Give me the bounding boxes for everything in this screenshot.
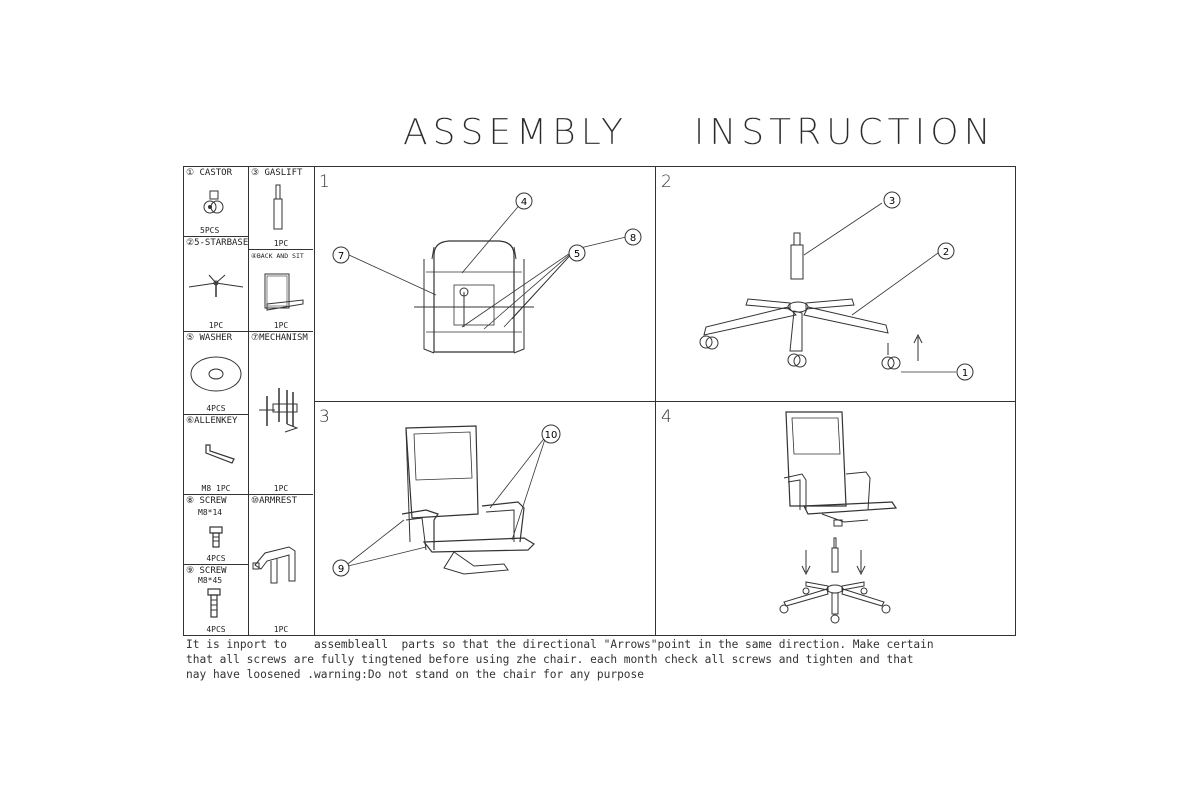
step-2-diagram: 3 2 1 [699, 191, 974, 381]
washer-icon [190, 356, 242, 392]
part-screw1-qty: 4PCS [206, 554, 226, 563]
step-3-callout-10: 10 [545, 430, 558, 441]
part-screw-m8x14: ⑧ SCREW M8*14 4PCS [184, 495, 249, 565]
part-screw2-size: M8*45 [198, 576, 223, 585]
part-washer-qty: 4PCS [206, 404, 226, 413]
part-mechanism: ⑦MECHANISM 1PC [249, 332, 313, 495]
step-3-number: 3 [319, 407, 330, 427]
part-allenkey: ⑥ALLENKEY M8 1PC [184, 415, 249, 495]
part-back-seat: ④BACK AND SIT 1PC [249, 250, 313, 332]
step-1-callout-4: 4 [521, 197, 527, 208]
screw-short-icon [209, 526, 223, 548]
part-screw-m8x45: ⑨ SCREW M8*45 4PCS [184, 565, 249, 635]
step-2-callout-3: 3 [889, 196, 895, 207]
step-1-panel: 1 4 7 5 [314, 167, 656, 402]
step-1-callout-7: 7 [338, 251, 344, 262]
chair-back-seat-icon [264, 273, 304, 311]
part-starbase: ②5-STARBASE 1PC [184, 237, 249, 332]
step-4-diagram [779, 411, 898, 624]
part-washer-label: ⑤ WASHER [186, 333, 232, 343]
part-castor-label: ① CASTOR [186, 168, 232, 178]
screw-long-icon [207, 588, 221, 618]
step-2-panel: 2 3 [656, 167, 1015, 402]
parts-list: ① CASTOR 5PCS ③ GASLIFT 1PC ②5-STARBASE [184, 167, 315, 635]
step-1-callout-5: 5 [574, 249, 580, 260]
step-1-callout-8: 8 [630, 233, 636, 244]
part-screw2-label: ⑨ SCREW [186, 566, 227, 576]
step-3-panel: 3 10 9 [314, 402, 656, 635]
part-screw1-label: ⑧ SCREW [186, 496, 227, 506]
starbase-icon [188, 274, 244, 297]
part-allenkey-label: ⑥ALLENKEY [186, 416, 238, 426]
page-title: ASSEMBLY INSTRUCTION [403, 112, 996, 153]
step-2-callout-1: 1 [962, 368, 968, 379]
step-1-diagram: 4 7 5 8 [332, 192, 642, 354]
part-mechanism-qty: 1PC [273, 484, 289, 493]
step-4-number: 4 [661, 407, 672, 427]
part-gaslift-label: ③ GASLIFT [251, 168, 303, 178]
part-gaslift-qty: 1PC [273, 239, 289, 248]
step-3-diagram: 10 9 [332, 424, 561, 577]
part-screw1-size: M8*14 [198, 508, 223, 517]
gaslift-icon [273, 184, 283, 230]
castor-icon [203, 190, 224, 214]
armrest-icon [252, 546, 296, 584]
part-armrest-qty: 1PC [273, 625, 289, 634]
part-back-seat-qty: 1PC [273, 321, 289, 330]
part-castor: ① CASTOR 5PCS [184, 167, 249, 237]
part-mechanism-label: ⑦MECHANISM [251, 333, 308, 343]
part-starbase-qty: 1PC [208, 321, 224, 330]
assembly-note: It is inport to assembleall parts so tha… [186, 638, 934, 681]
part-screw2-qty: 4PCS [206, 625, 226, 634]
step-3-callout-9: 9 [338, 564, 344, 575]
part-washer: ⑤ WASHER 4PCS [184, 332, 249, 415]
step-2-number: 2 [661, 172, 672, 192]
part-gaslift: ③ GASLIFT 1PC [249, 167, 313, 250]
assembly-sheet: ① CASTOR 5PCS ③ GASLIFT 1PC ②5-STARBASE [183, 166, 1016, 636]
part-allenkey-qty: M8 1PC [201, 484, 231, 493]
mechanism-icon [259, 388, 299, 433]
part-back-seat-label: ④BACK AND SIT [251, 252, 304, 260]
step-1-number: 1 [319, 172, 330, 192]
part-armrest-label: ⑩ARMREST [251, 496, 297, 506]
step-4-panel: 4 [656, 402, 1015, 635]
allen-key-icon [205, 444, 235, 464]
step-2-callout-2: 2 [943, 247, 949, 258]
part-castor-qty: 5PCS [200, 226, 220, 235]
part-starbase-label: ②5-STARBASE [186, 238, 249, 248]
part-armrest: ⑩ARMREST 1PC [249, 495, 313, 635]
